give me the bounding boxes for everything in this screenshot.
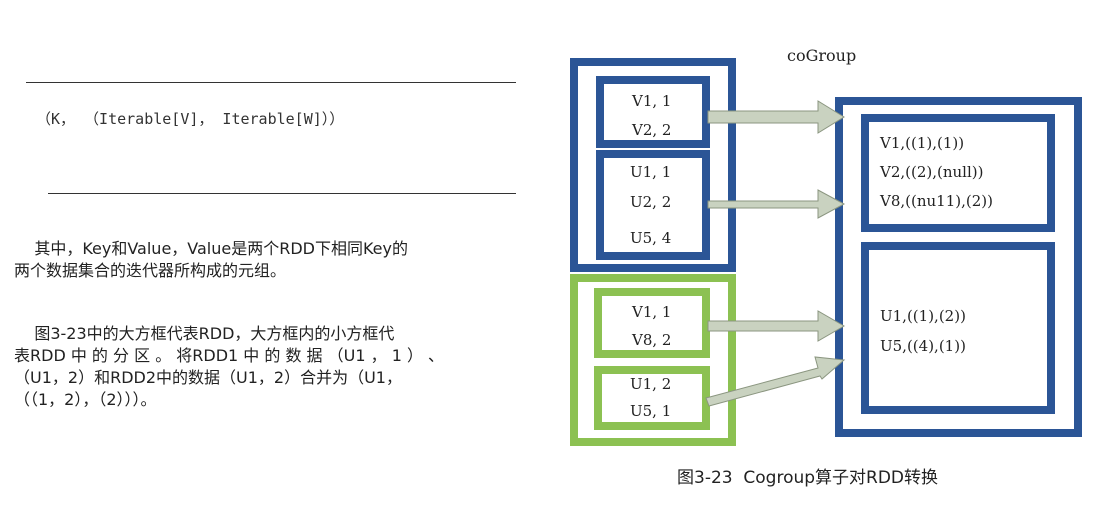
rdd1-p2-item: U1, 1 — [630, 163, 672, 181]
paragraph-line: 图3-23中的大方框代表RDD，大方框内的小方框代 — [14, 324, 395, 343]
rdd2-p1-item: V1, 1 — [632, 303, 672, 321]
result-partition1 — [861, 114, 1055, 232]
bottom-rule — [48, 193, 516, 194]
arrow-rdd1-p2-to-result-p1 — [707, 189, 846, 219]
result-p2-item: U5,((4),(1)) — [880, 337, 966, 355]
rdd1-p1-item: V2, 2 — [632, 121, 672, 139]
arrow-rdd2-p2-to-result-p2 — [705, 356, 846, 407]
rdd1-partition1 — [596, 76, 710, 148]
rdd2-p2-item: U5, 1 — [630, 402, 672, 420]
rdd1-p2-item: U5, 4 — [630, 229, 672, 247]
result-p1-item: V1,((1),(1)) — [880, 134, 965, 152]
result-p1-item: V8,((nu11),(2)) — [880, 192, 993, 210]
arrow-rdd1-p1-to-result-p1 — [707, 100, 845, 134]
paragraph-line: 表RDD 中 的 分 区 。 将RDD1 中 的 数 据 （U1 ， 1 ） 、 — [14, 346, 445, 365]
paragraph-line: （（1，2），（2）））。 — [14, 390, 157, 409]
return-type-signature: （K， （Iterable[V]， Iterable[W]）） — [36, 110, 345, 128]
result-rdd-box — [835, 97, 1082, 437]
figure-caption: 图3-23 Cogroup算子对RDD转换 — [677, 468, 939, 488]
rdd2-box — [570, 274, 736, 446]
top-rule — [26, 82, 516, 83]
paragraph-line: （U1，2）和RDD2中的数据（U1，2）合并为（U1， — [14, 368, 402, 387]
result-p2-item: U1,((1),(2)) — [880, 307, 966, 325]
paragraph-figure-explanation: 图3-23中的大方框代表RDD，大方框内的小方框代 表RDD 中 的 分 区 。… — [14, 323, 534, 411]
rdd2-p1-item: V8, 2 — [632, 331, 672, 349]
rdd1-partition2 — [596, 150, 710, 260]
paragraph-line: 两个数据集合的迭代器所构成的元组。 — [14, 261, 287, 280]
result-partition2 — [861, 242, 1055, 414]
paragraph-key-value: 其中，Key和Value，Value是两个RDD下相同Key的 两个数据集合的迭… — [14, 238, 534, 282]
rdd2-p2-item: U1, 2 — [630, 375, 672, 393]
rdd1-p1-item: V1, 1 — [632, 92, 672, 110]
rdd1-p2-item: U2, 2 — [630, 193, 672, 211]
result-p1-item: V2,((2),(null)) — [880, 163, 984, 181]
rdd2-partition1 — [594, 288, 710, 358]
rdd1-box — [570, 58, 736, 272]
paragraph-line: 其中，Key和Value，Value是两个RDD下相同Key的 — [14, 239, 408, 258]
diagram-title: coGroup — [787, 46, 857, 65]
arrow-rdd2-p1-to-result-p2 — [707, 310, 846, 342]
